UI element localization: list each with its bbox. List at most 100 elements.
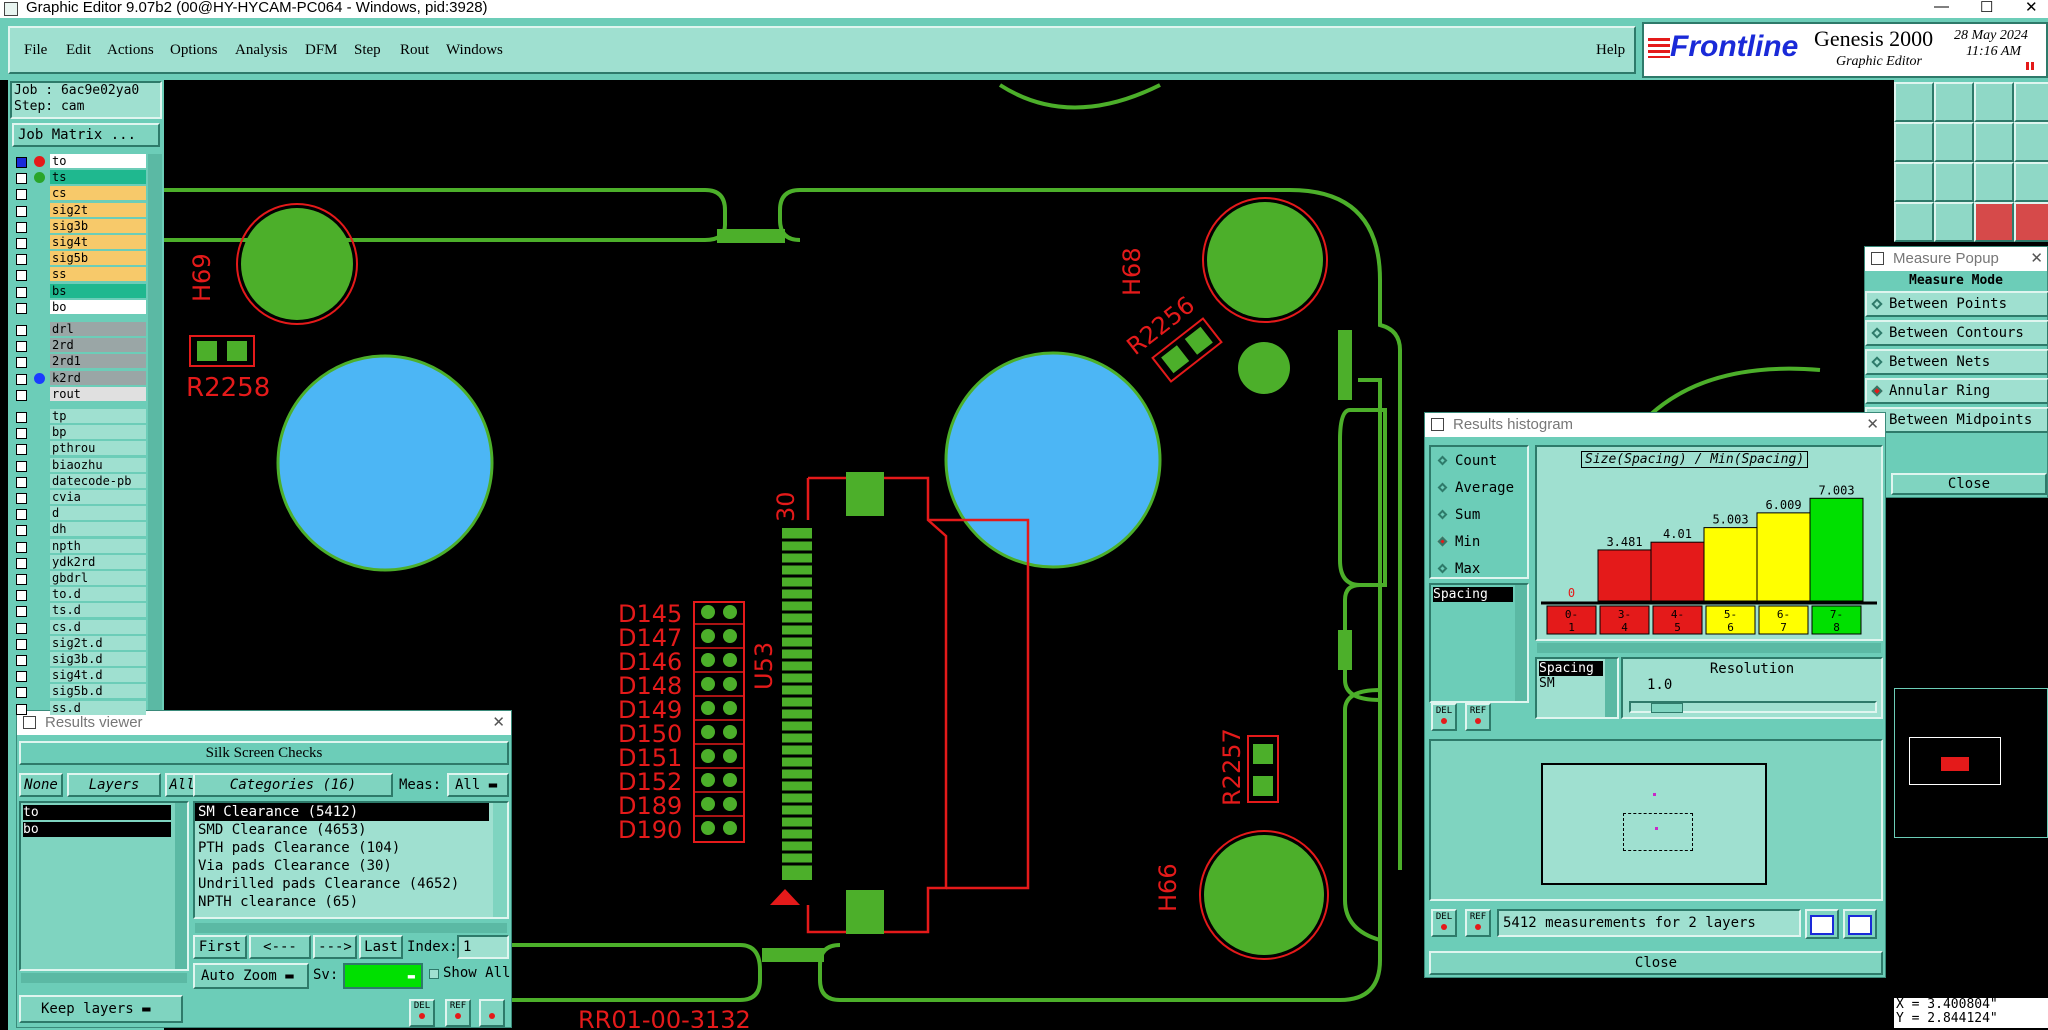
layer-name[interactable]: bs bbox=[50, 283, 146, 298]
layer-name[interactable]: cs.d bbox=[50, 619, 146, 634]
mode-between-contours[interactable]: Between Contours bbox=[1865, 320, 2048, 346]
layer-checkbox[interactable] bbox=[16, 687, 27, 699]
layer-row[interactable]: 2rd bbox=[14, 338, 146, 353]
histogram-measure-list[interactable]: Spacing bbox=[1429, 583, 1529, 703]
measure-close-button[interactable]: Close bbox=[1891, 473, 2047, 495]
layer-checkbox[interactable] bbox=[16, 254, 27, 266]
resolution-slider[interactable] bbox=[1629, 701, 1877, 713]
toolbar-button-15[interactable] bbox=[1974, 202, 2014, 242]
pcb-canvas[interactable]: H69 R2258 H68 R2256 30 U53 D145 D147 D14… bbox=[164, 80, 1894, 1028]
layer-row[interactable]: sig5b.d bbox=[14, 684, 146, 699]
menu-actions[interactable]: Actions bbox=[107, 42, 154, 58]
layer-checkbox[interactable] bbox=[16, 238, 27, 249]
category-item[interactable]: Undrilled pads Clearance (4652) bbox=[198, 876, 460, 892]
layer-name[interactable]: biaozhu bbox=[50, 457, 146, 472]
zoom-to-fit-button[interactable] bbox=[1805, 909, 1839, 939]
menu-step[interactable]: Step bbox=[354, 42, 381, 58]
layer-checkbox[interactable] bbox=[16, 221, 27, 233]
layer-checkbox[interactable] bbox=[16, 173, 27, 185]
menu-file[interactable]: File bbox=[24, 42, 48, 58]
results-layer-hscroll[interactable] bbox=[21, 973, 187, 983]
layer-row[interactable]: to.d bbox=[14, 587, 146, 602]
category-item[interactable]: SMD Clearance (4653) bbox=[198, 822, 367, 838]
layer-checkbox[interactable] bbox=[16, 428, 27, 440]
layer-name[interactable]: 2rd1 bbox=[50, 354, 146, 369]
layer-row[interactable]: sig2t bbox=[14, 202, 146, 218]
layer-checkbox[interactable] bbox=[16, 557, 27, 569]
toolbar-button-11[interactable] bbox=[1974, 162, 2014, 202]
layer-row[interactable]: k2rd bbox=[14, 370, 146, 386]
layer-row[interactable]: ts.d bbox=[14, 603, 146, 618]
preview-del-button[interactable]: DEL bbox=[1431, 909, 1457, 937]
layer-name[interactable]: d bbox=[50, 506, 146, 521]
layer-name[interactable]: ydk2rd bbox=[50, 554, 146, 569]
layer-row[interactable]: bs bbox=[14, 283, 146, 299]
slider-thumb[interactable] bbox=[1651, 703, 1683, 713]
layer-row[interactable]: ss.d bbox=[14, 700, 146, 716]
layer-name[interactable]: datecode-pb bbox=[50, 473, 146, 488]
layer-row[interactable]: ss bbox=[14, 267, 146, 282]
next-button[interactable]: ---> bbox=[313, 935, 357, 959]
toolbar-button-10[interactable] bbox=[1934, 162, 1974, 202]
layer-row[interactable]: datecode-pb bbox=[14, 473, 146, 489]
layer-name[interactable]: pthrou bbox=[50, 441, 146, 456]
layer-row[interactable]: bo bbox=[14, 299, 146, 315]
menu-rout[interactable]: Rout bbox=[400, 42, 430, 58]
results-layer-item[interactable]: bo bbox=[23, 822, 171, 837]
layer-name[interactable]: bp bbox=[50, 425, 146, 440]
toolbar-button-16[interactable] bbox=[2014, 202, 2048, 242]
option-min[interactable]: Min bbox=[1455, 534, 1480, 550]
layer-name[interactable]: rout bbox=[50, 386, 146, 401]
layer-checkbox[interactable] bbox=[16, 541, 27, 553]
layer-checkbox[interactable] bbox=[16, 189, 27, 201]
menu-analysis[interactable]: Analysis bbox=[235, 42, 288, 58]
layer-checkbox[interactable] bbox=[16, 373, 27, 385]
layer-checkbox[interactable] bbox=[16, 671, 27, 683]
toolbar-button-14[interactable] bbox=[1934, 202, 1974, 242]
layer-checkbox[interactable] bbox=[16, 357, 27, 369]
histogram-del-button[interactable]: DEL bbox=[1431, 703, 1457, 731]
layer-name[interactable]: cvia bbox=[50, 490, 146, 504]
layer-row[interactable]: dh bbox=[14, 522, 146, 537]
categories-scrollbar[interactable] bbox=[493, 803, 507, 917]
toolbar-button-1[interactable] bbox=[1894, 82, 1934, 122]
toolbar-button-7[interactable] bbox=[1974, 122, 2014, 162]
layer-name[interactable]: ss.d bbox=[50, 700, 146, 715]
layer-row[interactable]: 2rd1 bbox=[14, 354, 146, 369]
layer-name[interactable]: 2rd bbox=[50, 338, 146, 353]
layers-none-button[interactable]: None bbox=[19, 773, 63, 797]
layer-name[interactable]: sig4t bbox=[50, 235, 146, 249]
layer-row[interactable]: npth bbox=[14, 538, 146, 554]
option-average[interactable]: Average bbox=[1455, 480, 1514, 496]
histogram-hscroll[interactable] bbox=[1537, 643, 1881, 653]
last-button[interactable]: Last bbox=[359, 935, 403, 959]
toolbar-button-9[interactable] bbox=[1894, 162, 1934, 202]
show-all-checkbox[interactable] bbox=[429, 969, 439, 979]
layer-checkbox[interactable] bbox=[16, 270, 27, 282]
layer-name[interactable]: ts.d bbox=[50, 603, 146, 618]
layer-checkbox[interactable] bbox=[16, 655, 27, 666]
layer-checkbox[interactable] bbox=[16, 325, 27, 336]
layer-name[interactable]: bo bbox=[50, 299, 146, 314]
zoom-selection-button[interactable] bbox=[1843, 909, 1877, 939]
toolbar-button-12[interactable] bbox=[2014, 162, 2048, 202]
menu-windows[interactable]: Windows bbox=[446, 42, 503, 58]
layer-checkbox[interactable] bbox=[16, 638, 27, 650]
rv-del-button[interactable]: DEL bbox=[409, 999, 435, 1027]
overview-map[interactable] bbox=[1894, 688, 2048, 838]
layer-checkbox[interactable] bbox=[16, 460, 27, 472]
menu-help[interactable]: Help bbox=[1596, 42, 1626, 58]
layer-name[interactable]: cs bbox=[50, 186, 146, 201]
layer-name[interactable]: k2rd bbox=[50, 370, 146, 385]
layer-row[interactable]: d bbox=[14, 506, 146, 521]
layer-row[interactable]: ydk2rd bbox=[14, 554, 146, 570]
layer-checkbox[interactable] bbox=[16, 574, 27, 585]
keep-layers-select[interactable]: Keep layers ▬ bbox=[19, 995, 183, 1023]
layer-row[interactable]: sig3b.d bbox=[14, 652, 146, 667]
layer-row[interactable]: bp bbox=[14, 425, 146, 440]
spacing-item[interactable]: Spacing bbox=[1539, 661, 1603, 676]
layer-row[interactable]: cvia bbox=[14, 490, 146, 505]
toolbar-button-3[interactable] bbox=[1974, 82, 2014, 122]
categories-list[interactable]: SM Clearance (5412) SMD Clearance (4653)… bbox=[193, 801, 509, 919]
layer-checkbox[interactable] bbox=[16, 157, 27, 168]
